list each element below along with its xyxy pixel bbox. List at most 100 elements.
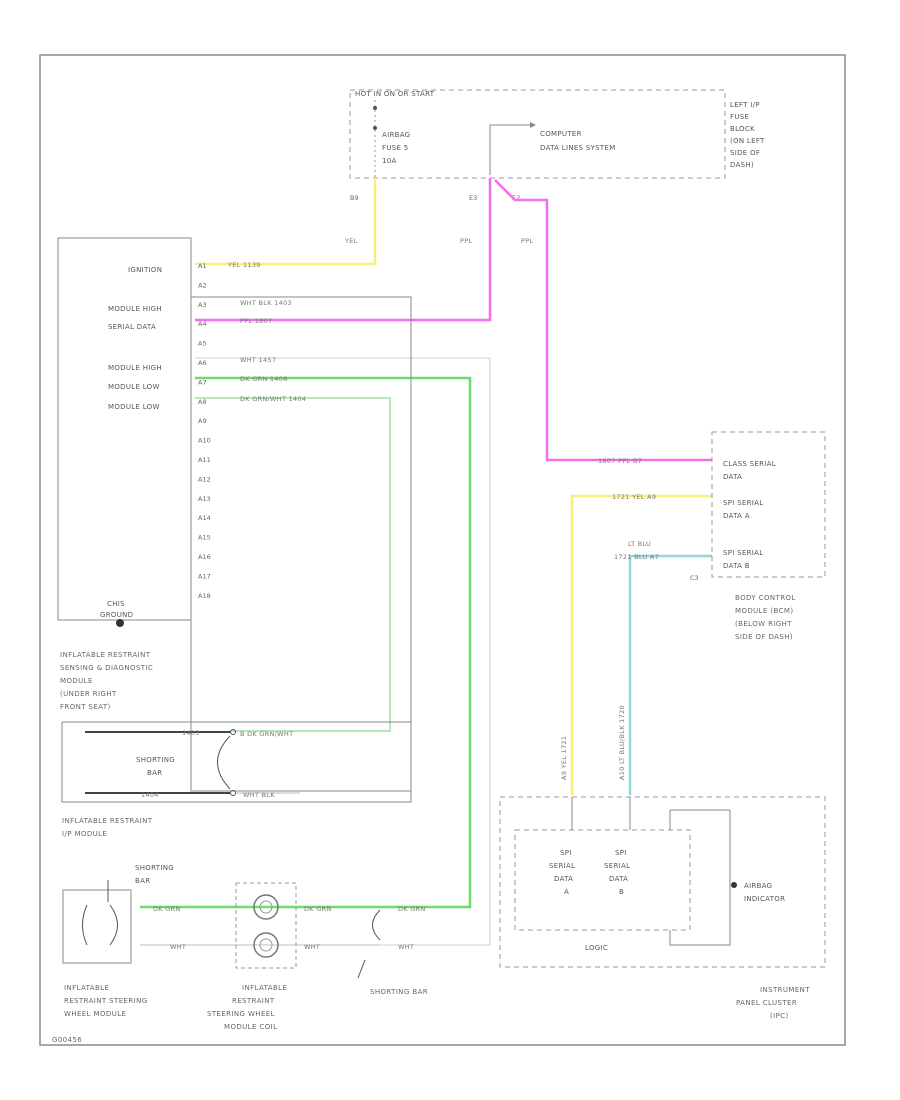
wire-label-class-serial: 1807 PPL B7 [598, 457, 642, 465]
computer-data-line [489, 124, 530, 175]
bcm-caption-3: (BELOW RIGHT [735, 620, 792, 628]
wire-label-lt-blu: LT BLU [628, 540, 651, 548]
sdm-pin: A2 [198, 281, 207, 289]
steering-wheel-caption-1: INFLATABLE [64, 984, 109, 992]
ipc-spi-b-3: DATA [609, 875, 628, 883]
arrow-right-icon [530, 122, 536, 128]
wire-label-coil-grn: DK GRN [304, 905, 332, 913]
steering-squib-icon [82, 904, 88, 946]
pin-e2: E2 [512, 194, 520, 202]
coil-winding-icon [253, 894, 279, 920]
coil-winding-icon [259, 938, 273, 952]
sdm-box [57, 237, 192, 621]
coil-caption-3: STEERING WHEEL [207, 1010, 275, 1018]
coil-caption-1: INFLATABLE [242, 984, 287, 992]
pin-e3: E3 [469, 194, 477, 202]
footer-code: G00456 [52, 1036, 82, 1044]
ipc-box [499, 796, 826, 968]
bcm-line-6: DATA B [723, 562, 750, 570]
wire-yellow-spi-a [570, 494, 712, 795]
wire-label-dk-grn: DK GRN 1408 [240, 375, 288, 383]
bcm-line-2: DATA [723, 473, 742, 481]
sdm-pin: A15 [198, 534, 211, 542]
sdm-pin: A12 [198, 475, 211, 483]
coil-caption-2: RESTRAINT [232, 997, 275, 1005]
wire-green-module-high [195, 376, 472, 909]
wire-label-blu-cluster: A10 LT BLU/BLK 1720 [618, 705, 626, 780]
wire-magenta-module [195, 178, 492, 322]
ipc-logic-box [514, 829, 691, 931]
ipc-airbag-2: INDICATOR [744, 895, 785, 903]
wire-label-sw-wht: WHT [170, 943, 186, 951]
sdm-label-module-low-2: MODULE LOW [108, 403, 160, 411]
wire-label-yel: YEL [344, 237, 358, 245]
wire-label-spi-a: 1721 YEL A9 [612, 493, 656, 501]
fuse-location-4: (ON LEFT [730, 137, 765, 145]
sdm-pin: A1 [198, 262, 207, 270]
fuse-location-6: DASH) [730, 161, 754, 169]
ipc-spi-a-1: SPI [560, 849, 572, 857]
coil-winding-icon [259, 900, 273, 914]
wire-cyan-spi-b [628, 554, 712, 795]
fuse-location-5: SIDE OF [730, 149, 760, 157]
wire-label-wht: WHT 1457 [240, 356, 276, 364]
airbag-indicator-loop [669, 809, 731, 946]
sdm-pin: A7 [198, 378, 207, 386]
wire-magenta-bcm [494, 179, 712, 462]
sdm-caption-4: (UNDER RIGHT [60, 690, 117, 698]
sdm-caption-3: MODULE [60, 677, 93, 685]
ip-module-connector-box [190, 296, 412, 792]
ipc-spi-a-4: A [564, 888, 569, 896]
sdm-caption-1: INFLATABLE RESTRAINT [60, 651, 151, 659]
fuse-line-2: FUSE 5 [382, 144, 409, 152]
wire-label-short-right-wht: WHT [398, 943, 414, 951]
wire-label-wht-blk: WHT BLK 1403 [240, 299, 292, 307]
right-shorting-caption: SHORTING BAR [370, 988, 428, 996]
wire-label-grn-short-top: B DK GRN/WHT [240, 730, 293, 738]
wire-label-short-left-b: 1404 [141, 791, 159, 799]
sdm-pin: A13 [198, 495, 211, 503]
diagram-frame [39, 54, 846, 1046]
fuse-line-3: 10A [382, 157, 397, 165]
ipc-caption-1: INSTRUMENT [760, 986, 810, 994]
fuse-block-box [349, 89, 726, 179]
fuse-node-icon [373, 126, 377, 130]
fuse-location-3: BLOCK [730, 125, 755, 133]
fuse-line-1: AIRBAG [382, 131, 410, 139]
steering-shorting-2: BAR [135, 877, 150, 885]
fuse-block-header: HOT IN ON OR START [355, 90, 435, 98]
pin-b9: B9 [350, 194, 359, 202]
sdm-pin: A16 [198, 553, 211, 561]
ip-caption-2: I/P MODULE [62, 830, 107, 838]
fuse-node-icon [373, 106, 377, 110]
ground-icon [116, 619, 124, 627]
wire-label-serial-data: PPL 1807 [240, 317, 272, 325]
sdm-label-high-serial-1: MODULE HIGH [108, 305, 162, 313]
ipc-spi-b-2: SERIAL [604, 862, 630, 870]
wire-label-ignition: YEL 1139 [227, 261, 261, 269]
airbag-indicator-icon [731, 882, 737, 888]
ip-caption-1: INFLATABLE RESTRAINT [62, 817, 153, 825]
sdm-ground-1: CHIS [107, 600, 125, 608]
sdm-label-ignition: IGNITION [128, 266, 162, 274]
sdm-pin-list: A1A2A3A4A5A6A7A8A9A10A11A12A13A14A15A16A… [198, 262, 211, 600]
fuse-location-1: LEFT I/P [730, 101, 760, 109]
sdm-pin: A11 [198, 456, 211, 464]
sdm-pin: A14 [198, 514, 211, 522]
bcm-line-1: CLASS SERIAL [723, 460, 776, 468]
wire-label-dk-grn-wht: DK GRN/WHT 1404 [240, 395, 306, 403]
ip-shorting-1: SHORTING [136, 756, 175, 764]
ipc-spi-a-3: DATA [554, 875, 573, 883]
right-shorting-bar-pointer [357, 959, 366, 979]
ipc-airbag-1: AIRBAG [744, 882, 772, 890]
sdm-label-high-serial-2: SERIAL DATA [108, 323, 156, 331]
wire-label-spi-b: 1721 BLU A7 [614, 553, 659, 561]
wire-label-short-right-grn: DK GRN [398, 905, 426, 913]
ip-shorting-2: BAR [147, 769, 162, 777]
ipc-spi-b-4: B [619, 888, 624, 896]
connector-pin-icon [230, 790, 236, 796]
wire-label-yel-cluster: A9 YEL 1721 [560, 736, 568, 780]
bcm-line-5: SPI SERIAL [723, 549, 763, 557]
bcm-caption-1: BODY CONTROL [735, 594, 796, 602]
